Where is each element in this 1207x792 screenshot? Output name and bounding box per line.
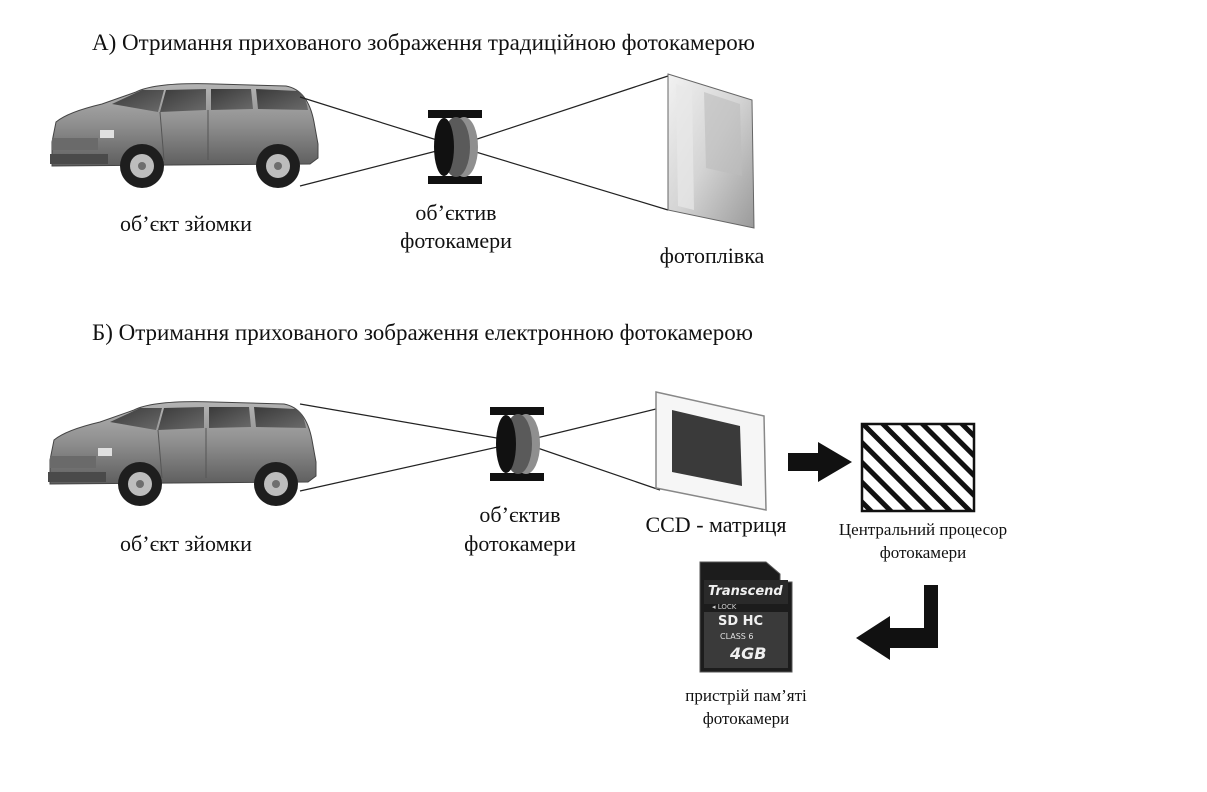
photographic-film-image <box>667 73 755 229</box>
sd-card-logo: SD HC <box>718 614 764 629</box>
sd-card-brand: Transcend <box>708 584 783 599</box>
section-b-lens-icon <box>490 407 544 481</box>
section-a-heading: А) Отримання прихованого зображення трад… <box>92 30 755 55</box>
section-a-van-image <box>49 83 319 189</box>
section-a-lens-icon <box>428 110 482 184</box>
cpu-label-line2: фотокамери <box>879 543 967 562</box>
section-a-light-rays <box>299 75 669 211</box>
sd-card-lock: ◂ LOCK <box>712 603 737 611</box>
section-b-light-rays <box>299 403 661 492</box>
ccd-matrix-image <box>655 391 767 511</box>
section-b-lens-label-line1: об’єктив <box>479 502 561 527</box>
section-b-object-label: об’єкт зйомки <box>120 531 252 556</box>
arrow-to-memory-icon <box>856 585 938 660</box>
film-label: фотоплівка <box>659 243 765 268</box>
section-b-van-image <box>47 401 317 507</box>
section-a-lens-label-line1: об’єктив <box>415 200 497 225</box>
cpu-label-line1: Центральний процесор <box>838 520 1008 539</box>
section-a-object-label: об’єкт зйомки <box>120 211 252 236</box>
ccd-label: CCD - матриця <box>645 512 787 537</box>
sd-card-class: CLASS 6 <box>720 632 754 641</box>
memory-label-line1: пристрій пам’яті <box>685 686 807 705</box>
sd-card-image <box>699 561 793 673</box>
cpu-block-icon <box>860 422 976 513</box>
section-b-lens-label-line2: фотокамери <box>464 531 576 556</box>
sd-card-capacity: 4GB <box>730 644 767 663</box>
memory-label-line2: фотокамери <box>702 709 790 728</box>
section-b-heading: Б) Отримання прихованого зображення елек… <box>92 320 753 345</box>
arrow-to-cpu-icon <box>788 442 852 482</box>
section-a-lens-label-line2: фотокамери <box>400 228 512 253</box>
